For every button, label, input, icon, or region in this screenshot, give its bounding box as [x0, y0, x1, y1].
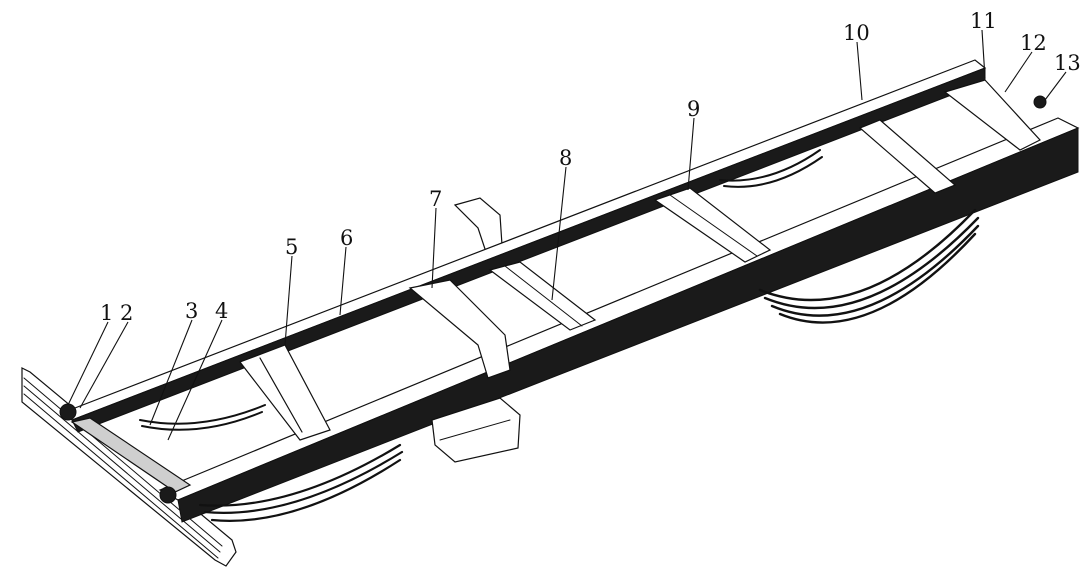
battery-box — [431, 397, 521, 463]
callout-11: 11 — [970, 9, 997, 33]
callout-2: 2 — [120, 301, 133, 325]
callout-4: 4 — [215, 299, 228, 323]
cross-members — [70, 79, 1041, 493]
callout-1: 1 — [100, 301, 113, 325]
callout-7: 7 — [429, 187, 442, 211]
callout-10: 10 — [843, 21, 870, 45]
tow-hooks — [59, 95, 1047, 504]
callout-6: 6 — [340, 226, 353, 250]
callout-13: 13 — [1054, 51, 1080, 75]
callout-3: 3 — [185, 299, 198, 323]
callout-leaders — [67, 29, 1067, 441]
callout-5: 5 — [285, 235, 298, 259]
leaf-springs — [139, 149, 980, 522]
callout-numbers: 1 2 3 4 5 6 7 8 9 10 11 12 13 — [100, 9, 1080, 325]
rear-step-bracket — [453, 197, 503, 253]
callout-8: 8 — [559, 146, 572, 170]
callout-9: 9 — [687, 97, 700, 121]
callout-12: 12 — [1020, 31, 1047, 55]
